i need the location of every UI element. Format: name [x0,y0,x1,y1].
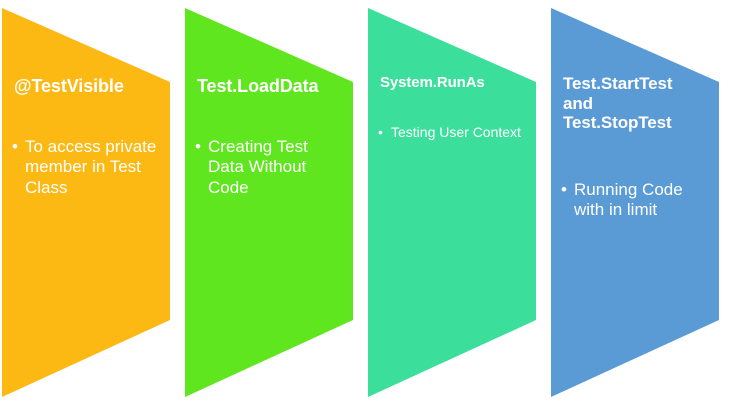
chevron-bullet-text: Creating Test Data Without Code [208,137,308,197]
chevron-polygon [551,8,719,397]
chevron-content-3: System.RunAs • Testing User Context [366,0,549,405]
chevron-panel-2[interactable]: Test.LoadData • Creating Test Data Witho… [183,0,366,405]
chevron-content-4: Test.StartTest and Test.StopTest • Runni… [549,0,730,405]
chevron-polygon [368,8,536,397]
chevron-panel-3[interactable]: System.RunAs • Testing User Context [366,0,549,405]
chevron-shape-3 [368,8,536,397]
chevron-bullet-item: • Testing User Context [376,124,523,141]
chevron-shape-4 [551,8,719,397]
chevron-shape-1 [2,8,170,397]
chevron-bullet-text: Testing User Context [391,124,521,140]
chevron-polygon [2,8,170,397]
chevron-content-2: Test.LoadData • Creating Test Data Witho… [183,0,366,405]
chevron-shape-2 [185,8,353,397]
chevron-polygon [185,8,353,397]
bullet-dot-icon: • [12,137,18,156]
chevron-bullet-list-2: • Creating Test Data Without Code [193,137,340,200]
chevron-bullet-list-1: • To access private member in Test Class [10,137,157,200]
chevron-bullet-text: To access private member in Test Class [25,137,157,197]
chevron-bullet-item: • Creating Test Data Without Code [193,137,340,198]
chevron-bullet-list-3: • Testing User Context [376,124,523,143]
chevron-bullet-text: Running Code with in limit [574,180,683,220]
chevron-bullet-item: • To access private member in Test Class [10,137,157,198]
chevron-panel-4[interactable]: Test.StartTest and Test.StopTest • Runni… [549,0,730,405]
chevron-title-1: @TestVisible [14,76,124,96]
bullet-dot-icon: • [561,180,567,199]
chevron-title-4: Test.StartTest and Test.StopTest [563,74,673,133]
chevron-bullet-item: • Running Code with in limit [559,180,704,221]
bullet-dot-icon: • [378,124,383,140]
chevron-title-2: Test.LoadData [197,76,319,96]
chevron-bullet-list-4: • Running Code with in limit [559,180,704,223]
chevron-title-3: System.RunAs [380,74,485,91]
bullet-dot-icon: • [195,137,201,156]
chevron-content-1: @TestVisible • To access private member … [0,0,183,405]
chevron-panel-1[interactable]: @TestVisible • To access private member … [0,0,183,405]
